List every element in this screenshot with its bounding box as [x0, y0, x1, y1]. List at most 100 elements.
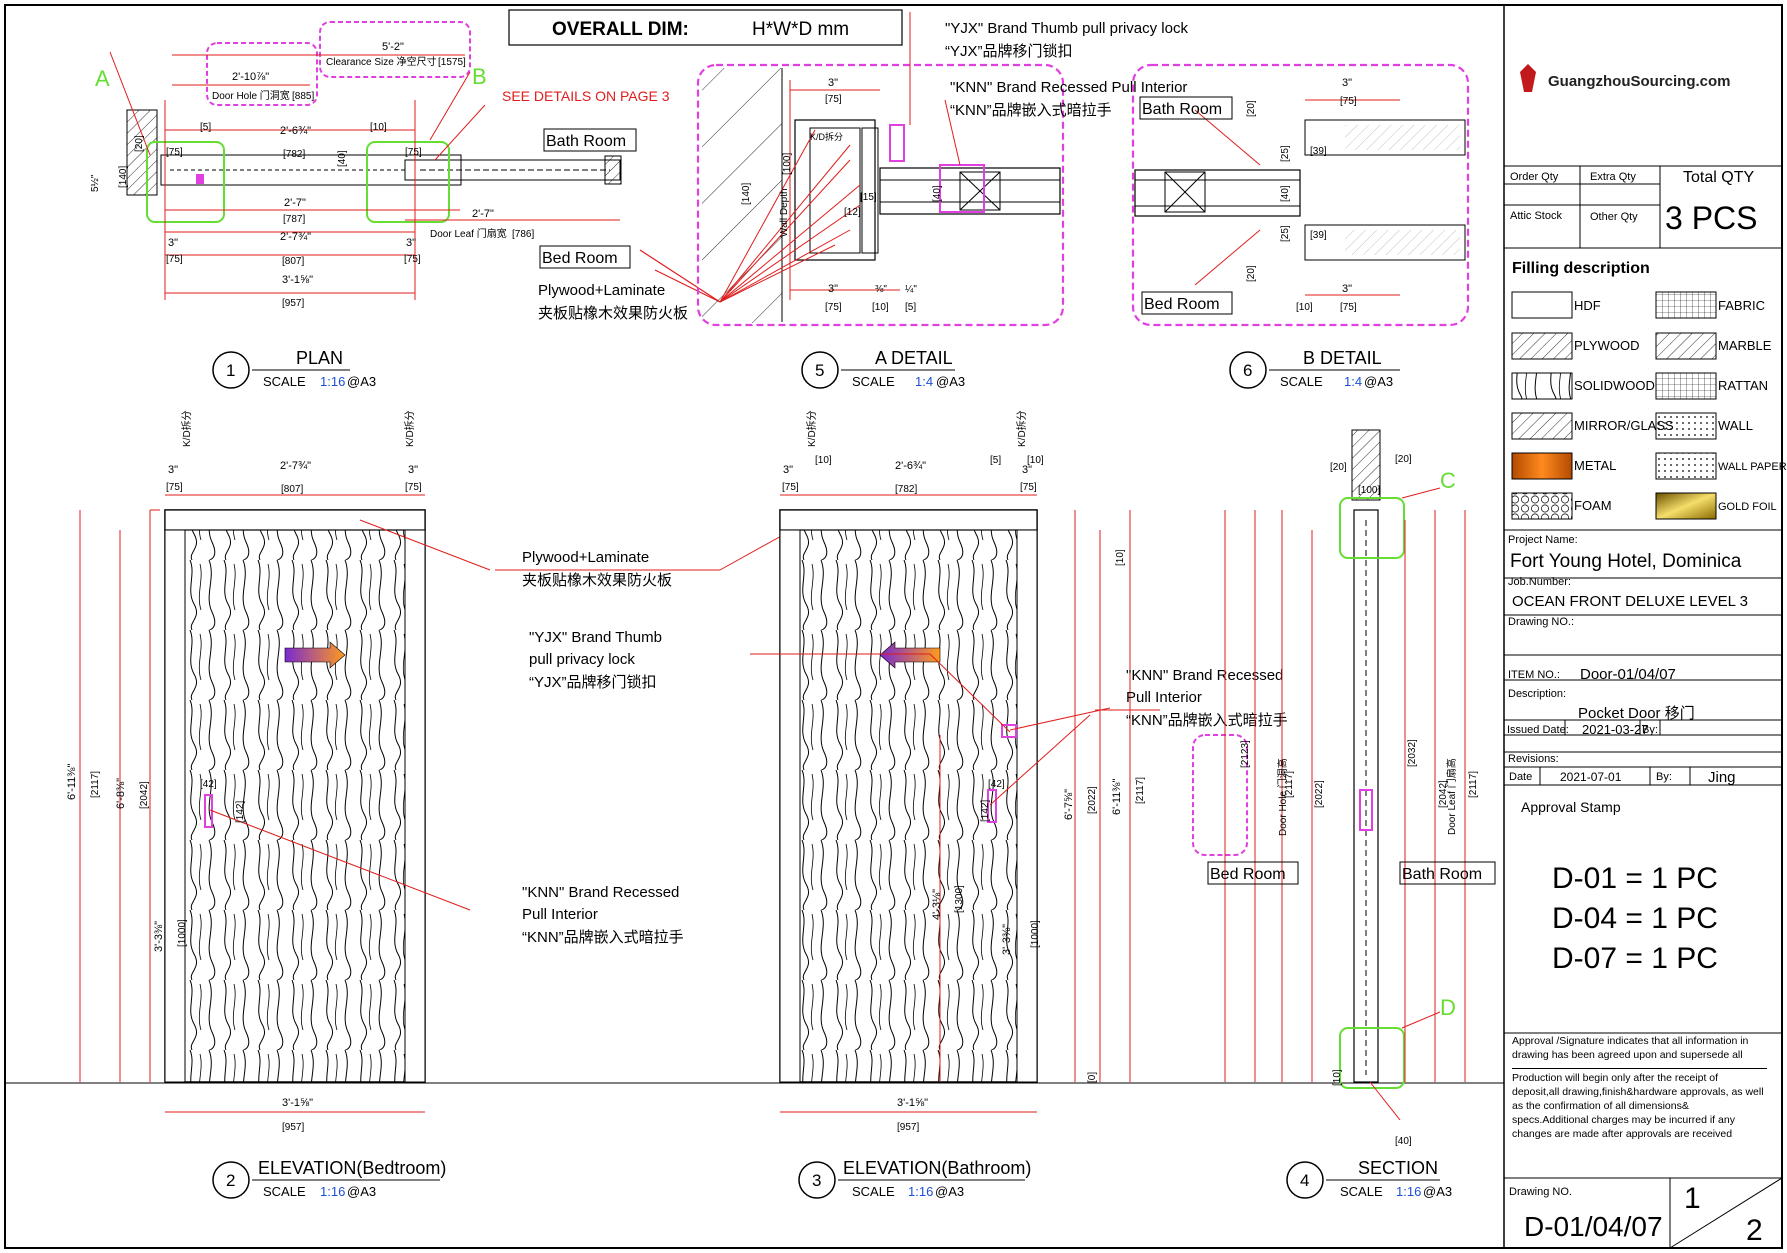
elev-bath-scale-value: 1:16	[908, 1184, 933, 1199]
bed-kd-left: K/D拆分	[180, 410, 193, 447]
b-bath-room-label: Bath Room	[1142, 101, 1222, 118]
bed-knn-line1: "KNN" Brand Recessed	[522, 884, 679, 901]
section-view: C D Door Hole 门洞高 [2123] Door Leaf 门扇高 […	[1192, 429, 1496, 1147]
b-dim-20-top: [20]	[1246, 100, 1257, 117]
plan-title: PLAN	[296, 348, 343, 368]
section-bed-room-label: Bed Room	[1210, 866, 1286, 883]
issued-label: Issued Date:	[1507, 724, 1569, 736]
bed-dim-3-right: 3"	[408, 464, 418, 476]
approval-stamp-label: Approval Stamp	[1521, 799, 1621, 815]
bath-dim-3-3-3-8: 3'-3⅜"	[1001, 924, 1013, 955]
total-qty-label: Total QTY	[1683, 169, 1754, 186]
title-block: GuangzhouSourcing.com Order Qty Extra Qt…	[1504, 64, 1787, 1249]
b-dim-3-top: 3"	[1342, 77, 1352, 89]
plan-view: A B SEE DETAILS ON PAGE 3 Bath Room Bed …	[90, 21, 721, 309]
a-dim-75-bot: [75]	[825, 302, 842, 313]
drawing-no: D-01/04/07	[1524, 1211, 1663, 1242]
revisions-label: Revisions:	[1508, 753, 1559, 765]
b-dim-25-top: [25]	[1280, 145, 1291, 162]
bath-dim-2022: [2022]	[1087, 786, 1098, 814]
plan-dim-2-6-3-4: 2'-6¾"	[280, 125, 311, 137]
plywood-swatch	[1511, 332, 1573, 360]
bath-kd-right: K/D拆分	[1015, 410, 1028, 447]
b-detail-scale-value: 1:4	[1344, 374, 1362, 389]
b-dim-20-bot: [20]	[1246, 265, 1257, 282]
door-hole-mm: [885]	[292, 91, 314, 102]
bed-dim-6-8-3-8: 6'-8⅜"	[115, 778, 127, 809]
bath-dim-1300: [1300]	[954, 885, 965, 913]
elev-bath-scale-label: SCALE	[852, 1184, 895, 1199]
plan-dim-5-1-2: 5½"	[90, 174, 101, 192]
door-hole-label: Door Hole 门洞宽	[212, 89, 290, 102]
section-dim-2022: [2022]	[1314, 780, 1325, 808]
section-scale-value: 1:16	[1396, 1184, 1421, 1199]
bed-plywood-en: Plywood+Laminate	[522, 549, 649, 566]
plan-bed-room-label: Bed Room	[542, 250, 618, 267]
a-detail-title: A DETAIL	[875, 348, 953, 368]
item-no-label: ITEM NO.:	[1508, 669, 1560, 681]
bed-plywood-cn: 夹板贴橡木效果防火板	[522, 571, 672, 589]
clearance-ft: 5'-2"	[382, 41, 404, 53]
section-dim-2117-right: [2117]	[1468, 771, 1479, 798]
drawing-no-label: Drawing NO.:	[1508, 616, 1574, 628]
bath-dim-782: [782]	[895, 484, 917, 495]
plan-bath-room-label: Bath Room	[546, 133, 626, 150]
b-dim-39-bot: [39]	[1310, 230, 1327, 241]
a-detail-view: Wall Depth 3" [75] 3" [75] [10] [5] ⅜" ¼…	[696, 12, 1188, 327]
section-dim-2042: [2042]	[1438, 780, 1449, 808]
attic-stock-label: Attic Stock	[1510, 210, 1562, 222]
elev-bath-number: 3	[812, 1171, 821, 1190]
b-dim-3-bot: 3"	[1342, 283, 1352, 295]
bath-dim-6-11-3-8: 6'-11⅜"	[1111, 779, 1123, 815]
b-dim-75-top: [75]	[1340, 96, 1357, 107]
extra-qty-label: Extra Qty	[1590, 171, 1636, 183]
mirror-swatch	[1511, 412, 1573, 440]
b-detail-view: Bath Room Bed Room 3" [75] 3" [75] [10] …	[1131, 63, 1470, 327]
section-dim-20-left: [20]	[1330, 462, 1347, 473]
filling-title: Filling description	[1512, 260, 1650, 277]
door-leaf-ft: 2'-7"	[472, 208, 494, 220]
section-dim-2123: [2123]	[1240, 740, 1251, 768]
bath-dim-1000: [1000]	[1030, 920, 1041, 948]
plan-dim-5: [5]	[200, 122, 211, 133]
overall-dim-label: OVERALL DIM:	[552, 19, 689, 40]
bed-knn-cn: “KNN”品牌嵌入式暗拉手	[522, 929, 684, 946]
bath-dim-2117: [2117]	[1135, 777, 1146, 804]
section-title-block: 4 SECTION SCALE 1:16 @A3	[1286, 1158, 1452, 1199]
b-dim-25-bot: [25]	[1280, 225, 1291, 242]
bed-dim-75-left: [75]	[166, 482, 183, 493]
elev-bath-title-block: 3 ELEVATION(Bathroom) SCALE 1:16 @A3	[798, 1158, 1031, 1199]
elev-bed-scale-label: SCALE	[263, 1184, 306, 1199]
bath-dim-75-left: [75]	[782, 482, 799, 493]
plan-dim-2-7-3-4: 2'-7¾"	[280, 231, 311, 243]
plan-dim-782: [782]	[283, 149, 305, 160]
bath-knn-cn: “KNN”品牌嵌入式暗拉手	[1126, 712, 1288, 729]
b-detail-scale-label: SCALE	[1280, 374, 1323, 389]
description: Pocket Door 移门	[1578, 705, 1695, 722]
bath-dim-10-top: [10]	[1115, 549, 1126, 566]
description-label: Description:	[1508, 688, 1566, 700]
sheet-total: 2	[1746, 1214, 1763, 1247]
elev-bed-number: 2	[226, 1171, 235, 1190]
qty-line-d01: D-01 = 1 PC	[1552, 862, 1718, 895]
bed-dim-142: [142]	[235, 801, 246, 823]
bed-knn-line2: Pull Interior	[522, 906, 598, 923]
wallpaper-swatch	[1655, 452, 1717, 480]
filling-mirror: MIRROR/GLASS	[1574, 418, 1674, 433]
b-detail-scale-suffix: @A3	[1364, 374, 1393, 389]
bath-dim-3-left: 3"	[783, 464, 793, 476]
clearance-label: Clearance Size 净空尺寸	[326, 55, 437, 68]
callout-a: A	[95, 66, 110, 91]
section-dim-40: [40]	[1395, 1136, 1412, 1147]
section-dim-100: [100]	[1358, 485, 1380, 496]
filling-hdf: HDF	[1574, 298, 1601, 313]
filling-fabric: FABRIC	[1718, 298, 1765, 313]
overall-dim-units: H*W*D mm	[752, 19, 849, 40]
section-number: 4	[1300, 1171, 1309, 1190]
item-no: Door-01/04/07	[1580, 666, 1676, 683]
a-knn-line: "KNN" Brand Recessed Pull Interior	[950, 79, 1187, 96]
a-detail-scale-label: SCALE	[852, 374, 895, 389]
plan-scale-value: 1:16	[320, 374, 345, 389]
callout-c: C	[1440, 468, 1456, 493]
